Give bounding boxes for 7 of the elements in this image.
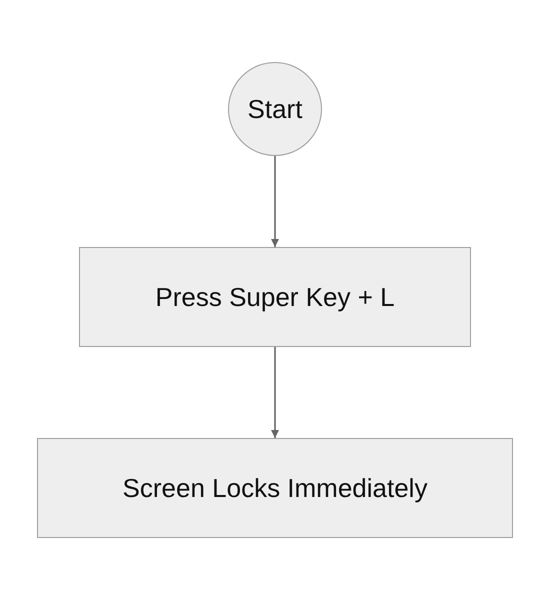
arrow [271,156,279,247]
node-label: Start [248,94,302,124]
node-label: Press Super Key + L [155,282,395,312]
process-box [37,438,513,538]
arrow [271,347,279,438]
node-label: Screen Locks Immediately [122,472,428,504]
process-box [79,247,471,347]
